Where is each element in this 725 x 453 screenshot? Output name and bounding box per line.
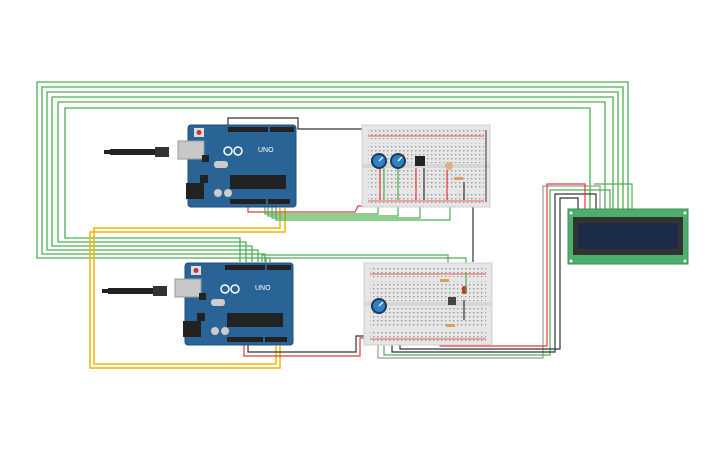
wires-green-lcd[interactable] <box>36 81 629 262</box>
lcd-16x2[interactable] <box>567 208 689 265</box>
resistor[interactable] <box>454 177 463 180</box>
resistor[interactable] <box>446 324 455 327</box>
temperature-sensor[interactable] <box>415 156 425 166</box>
arduino-uno-2[interactable]: UNO <box>174 262 294 346</box>
arduino-uno-1[interactable]: UNO <box>177 124 297 208</box>
pushbutton[interactable] <box>448 297 456 305</box>
potentiometer-2[interactable] <box>389 152 407 170</box>
wires-breadboard2-lcd[interactable] <box>377 183 633 359</box>
resistor[interactable] <box>440 279 449 282</box>
usb-cable-2 <box>102 286 167 296</box>
wires-arduino1-breadboard1[interactable] <box>227 117 451 221</box>
wires-yellow[interactable] <box>89 208 286 369</box>
breadboard-2[interactable] <box>363 262 493 346</box>
potentiometer-3[interactable] <box>370 297 388 315</box>
photoresistor[interactable] <box>445 162 453 170</box>
board-label: UNO <box>258 147 274 154</box>
lcd-screen <box>578 223 678 249</box>
board-label: UNO <box>255 285 271 292</box>
breadboard-1[interactable] <box>361 124 491 208</box>
usb-cable-1 <box>104 147 169 157</box>
potentiometer-1[interactable] <box>370 152 388 170</box>
